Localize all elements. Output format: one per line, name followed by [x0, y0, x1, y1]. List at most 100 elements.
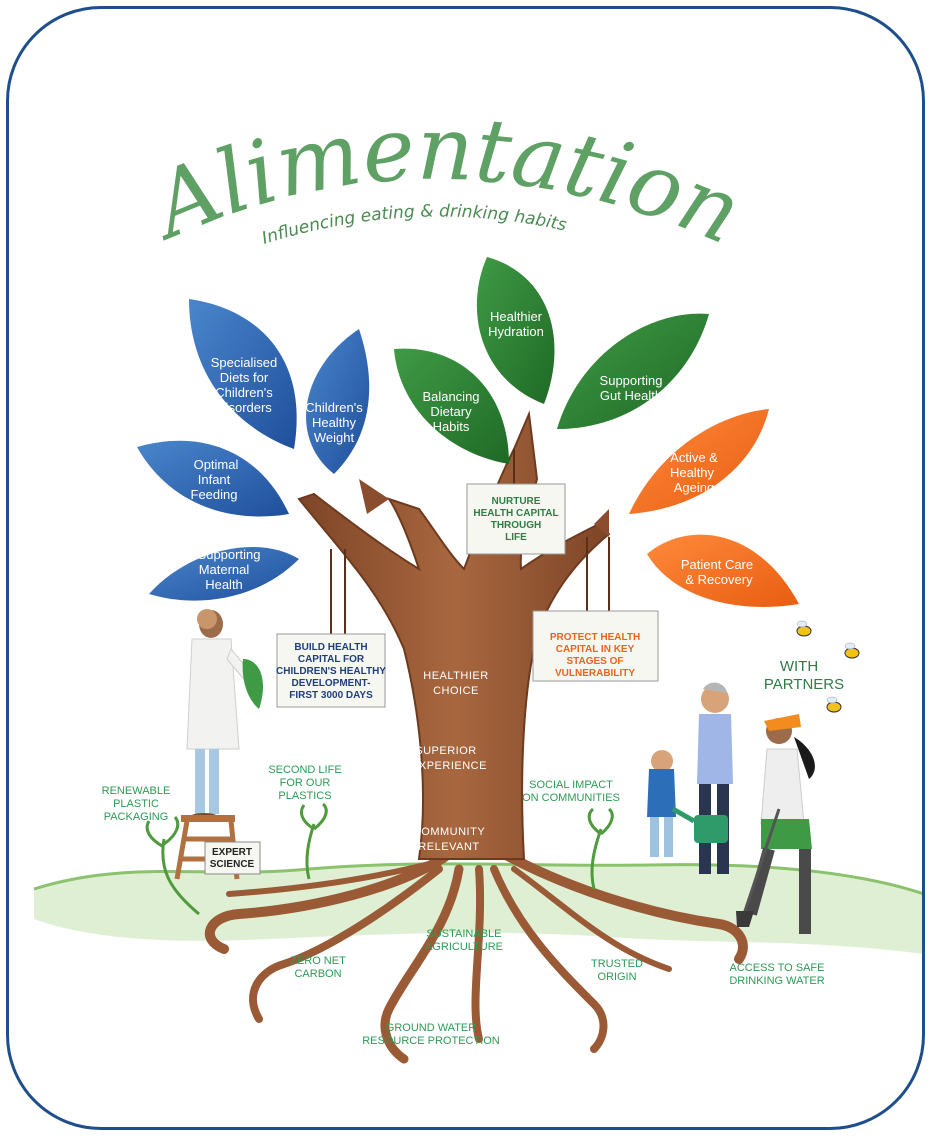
scientist-figure — [186, 609, 264, 821]
svg-text:PARTNERS: PARTNERS — [764, 676, 844, 693]
svg-text:ACCESS TO SAFE: ACCESS TO SAFE — [730, 962, 825, 974]
leaf-supporting-gut-health: Supporting Gut Health — [557, 313, 709, 429]
svg-text:CAPITAL FOR: CAPITAL FOR — [298, 654, 365, 665]
svg-text:ZERO NET: ZERO NET — [290, 955, 346, 967]
svg-text:Specialised: Specialised — [211, 355, 278, 370]
svg-text:Patient Care: Patient Care — [681, 557, 753, 572]
sign-protect-health-capital: PROTECT HEALTH CAPITAL IN KEY STAGES OF … — [532, 610, 659, 682]
svg-text:Supporting: Supporting — [198, 547, 261, 562]
svg-text:THROUGH: THROUGH — [491, 520, 542, 531]
svg-text:Weight: Weight — [314, 430, 355, 445]
svg-text:Ageing: Ageing — [674, 480, 714, 495]
sign-strings — [330, 449, 610, 634]
svg-text:CHOICE: CHOICE — [433, 685, 479, 697]
label-ground-water-protection: GROUND WATER RESOURCE PROTECTION — [362, 1022, 500, 1047]
leaf-childrens-healthy-weight: Children's Healthy Weight — [305, 329, 370, 474]
bee-icon — [796, 620, 812, 637]
with-partners-label: WITH PARTNERS — [764, 658, 844, 693]
sprouts — [145, 802, 614, 916]
trunk-branch-left — [359, 479, 389, 514]
label-second-life-plastics: SECOND LIFE FOR OUR PLASTICS — [268, 764, 341, 802]
svg-text:NURTURE: NURTURE — [492, 496, 541, 507]
svg-text:SCIENCE: SCIENCE — [210, 859, 255, 870]
bee-icon — [826, 696, 842, 713]
svg-text:TRUSTED: TRUSTED — [591, 958, 643, 970]
svg-text:Feeding: Feeding — [191, 487, 238, 502]
svg-text:Supporting: Supporting — [600, 373, 663, 388]
svg-text:GROUND WATER: GROUND WATER — [386, 1022, 476, 1034]
bee-icon — [844, 642, 860, 659]
svg-text:Healthier: Healthier — [490, 309, 543, 324]
svg-text:Healthy: Healthy — [670, 465, 715, 480]
watering-can-icon — [671, 806, 728, 843]
svg-text:EXPERIENCE: EXPERIENCE — [411, 760, 487, 772]
svg-text:COMMUNITY: COMMUNITY — [413, 826, 485, 838]
sign-build-health-capital: BUILD HEALTH CAPITAL FOR CHILDREN'S HEAL… — [276, 633, 386, 708]
svg-text:SUPERIOR: SUPERIOR — [415, 745, 476, 757]
svg-text:Infant: Infant — [198, 472, 231, 487]
svg-text:HEALTHIER: HEALTHIER — [423, 670, 488, 682]
label-sustainable-agriculture: SUSTAINABLE AGRICULTURE — [425, 928, 503, 953]
svg-text:DRINKING WATER: DRINKING WATER — [729, 975, 824, 987]
svg-text:PLASTIC: PLASTIC — [113, 798, 159, 810]
tree-roots — [204, 849, 748, 1064]
svg-text:CAPITAL IN KEY: CAPITAL IN KEY — [556, 644, 635, 655]
svg-text:LIFE: LIFE — [505, 532, 527, 543]
svg-text:Dietary: Dietary — [430, 404, 472, 419]
svg-text:PROTECT HEALTH: PROTECT HEALTH — [550, 632, 640, 643]
svg-text:Health: Health — [205, 577, 243, 592]
svg-text:PACKAGING: PACKAGING — [104, 811, 169, 823]
sign-nurture-health-capital: NURTURE HEALTH CAPITAL THROUGH LIFE — [466, 483, 566, 555]
svg-text:RENEWABLE: RENEWABLE — [102, 785, 171, 797]
svg-text:Children's: Children's — [305, 400, 363, 415]
ground-grass-edge — [33, 862, 922, 895]
label-renewable-plastic-packaging: RENEWABLE PLASTIC PACKAGING — [102, 785, 171, 823]
svg-text:CARBON: CARBON — [294, 968, 341, 980]
leaf-patient-care-recovery: Patient Care & Recovery — [647, 534, 799, 607]
poster-title: Alimentation — [132, 97, 756, 265]
poster-frame: Alimentation Influencing eating & drinki… — [6, 6, 925, 1130]
label-social-impact: SOCIAL IMPACT ON COMMUNITIES — [522, 779, 620, 804]
svg-text:Children's: Children's — [215, 385, 273, 400]
label-trusted-origin: TRUSTED ORIGIN — [591, 958, 643, 983]
svg-text:& Recovery: & Recovery — [685, 572, 753, 587]
alimentation-tree-diagram: Alimentation Influencing eating & drinki… — [33, 97, 922, 1064]
svg-text:PLASTICS: PLASTICS — [278, 790, 331, 802]
trunk-label-healthier-choice: HEALTHIER CHOICE — [423, 670, 488, 697]
svg-text:RELEVANT: RELEVANT — [418, 841, 479, 853]
svg-text:Diets for: Diets for — [220, 370, 269, 385]
svg-text:RESOURCE PROTECTION: RESOURCE PROTECTION — [362, 1035, 500, 1047]
sign-expert-science: EXPERT SCIENCE — [204, 841, 261, 875]
svg-text:AGRICULTURE: AGRICULTURE — [425, 941, 503, 953]
svg-text:Hydration: Hydration — [488, 324, 544, 339]
svg-text:CHILDREN'S HEALTHY: CHILDREN'S HEALTHY — [276, 666, 386, 677]
leaf-specialised-diets: Specialised Diets for Children's Disorde… — [189, 299, 297, 449]
svg-text:Habits: Habits — [433, 419, 470, 434]
grandfather-figure — [697, 682, 733, 874]
gardener-woman-figure — [736, 714, 815, 934]
svg-text:BUILD HEALTH: BUILD HEALTH — [294, 642, 367, 653]
svg-text:ON COMMUNITIES: ON COMMUNITIES — [522, 792, 620, 804]
svg-text:Maternal: Maternal — [199, 562, 250, 577]
svg-text:FOR OUR: FOR OUR — [280, 777, 331, 789]
svg-text:SECOND LIFE: SECOND LIFE — [268, 764, 341, 776]
leaf-active-healthy-ageing: Active & Healthy Ageing — [629, 409, 769, 514]
trunk-label-community-relevant: COMMUNITY RELEVANT — [413, 826, 485, 853]
leaf-healthier-hydration: Healthier Hydration — [476, 257, 555, 404]
trunk-branch-right — [594, 509, 609, 537]
svg-text:Healthy: Healthy — [312, 415, 357, 430]
svg-text:Optimal: Optimal — [194, 457, 239, 472]
svg-text:EXPERT: EXPERT — [212, 847, 252, 858]
svg-text:VULNERABILITY: VULNERABILITY — [555, 668, 635, 679]
svg-text:SUSTAINABLE: SUSTAINABLE — [427, 928, 502, 940]
svg-text:SOCIAL IMPACT: SOCIAL IMPACT — [529, 779, 613, 791]
svg-text:STAGES OF: STAGES OF — [566, 656, 623, 667]
svg-text:Active &: Active & — [670, 450, 718, 465]
svg-text:HEALTH CAPITAL: HEALTH CAPITAL — [473, 508, 558, 519]
trunk-label-superior-experience: SUPERIOR EXPERIENCE — [411, 745, 487, 772]
tree-trunk — [297, 410, 611, 860]
leaf-supporting-maternal-health: Supporting Maternal Health — [149, 546, 299, 601]
child-figure — [647, 750, 676, 857]
svg-text:FIRST 3000 DAYS: FIRST 3000 DAYS — [289, 690, 373, 701]
svg-text:Gut Health: Gut Health — [600, 388, 662, 403]
